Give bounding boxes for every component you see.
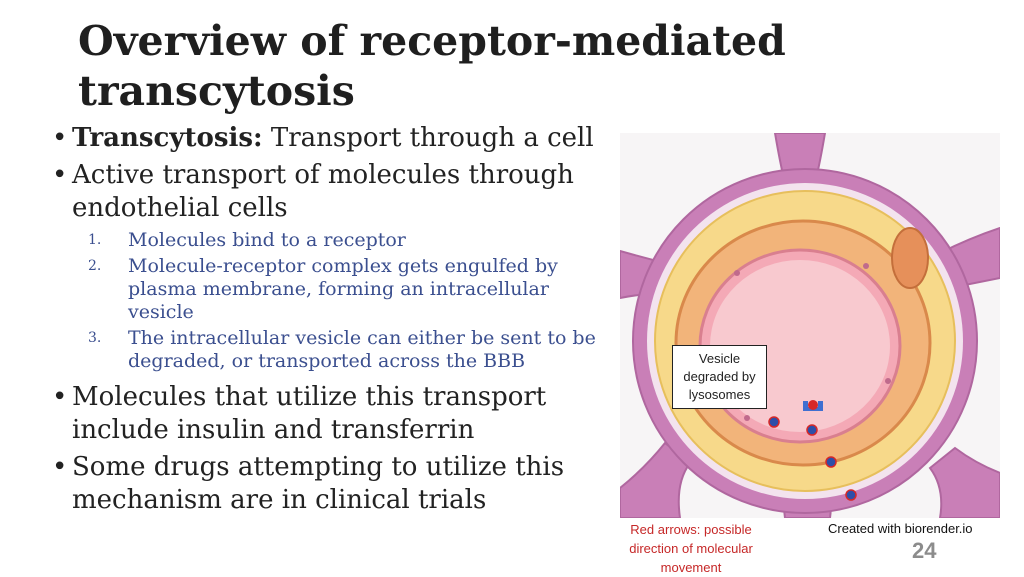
tight-junctions: [734, 263, 891, 421]
bullet-dot: •: [52, 382, 68, 412]
arrow-note: Red arrows: possible direction of molecu…: [629, 522, 753, 575]
bullet-dot: •: [52, 452, 68, 482]
step-number: 2.: [88, 258, 102, 274]
bullet-drugs: • Some drugs attempting to utilize this …: [52, 451, 612, 517]
astrocyte-foot-bottom-right: [928, 446, 1000, 518]
bullet-text: Active transport of molecules through en…: [72, 160, 574, 223]
bullet-text: Molecules that utilize this transport in…: [72, 382, 547, 445]
bullet-molecules: • Molecules that utilize this transport …: [52, 381, 612, 447]
tight-junction: [885, 378, 891, 384]
molecule-icon: [768, 416, 780, 428]
step-item: 1. Molecules bind to a receptor: [88, 229, 612, 252]
vesicle-label: Vesicle degraded by lysosomes: [683, 351, 756, 402]
step-item: 3. The intracellular vesicle can either …: [88, 327, 612, 373]
molecule-icon: [806, 424, 818, 436]
step-number: 3.: [88, 330, 102, 346]
bound-molecule-icon: [808, 400, 818, 410]
bullet-transcytosis: • Transcytosis: Transport through a cell: [52, 122, 612, 155]
blood-vessel-diagram: [620, 133, 1000, 518]
biorender-credit: Created with biorender.io: [828, 521, 973, 536]
tight-junction: [744, 415, 750, 421]
step-number: 1.: [88, 232, 102, 248]
step-text: Molecule-receptor complex gets engulfed …: [128, 255, 558, 323]
slide-title: Overview of receptor-mediated transcytos…: [78, 17, 786, 115]
receptor-icon: [803, 401, 823, 411]
molecules: [768, 416, 857, 501]
endothelial-nucleus: [891, 227, 929, 289]
step-list: 1. Molecules bind to a receptor 2. Molec…: [88, 229, 612, 373]
bullet-dot: •: [52, 160, 68, 190]
molecule-icon: [845, 489, 857, 501]
bullet-definition: Transport through a cell: [262, 123, 594, 153]
step-item: 2. Molecule-receptor complex gets engulf…: [88, 255, 612, 324]
step-text: The intracellular vesicle can either be …: [128, 327, 596, 372]
bullet-text: Some drugs attempting to utilize this me…: [72, 452, 565, 515]
step-text: Molecules bind to a receptor: [128, 229, 406, 251]
tight-junction: [734, 270, 740, 276]
bullet-active-transport: • Active transport of molecules through …: [52, 159, 612, 225]
vesicle-label-box: Vesicle degraded by lysosomes: [672, 345, 767, 409]
molecule-icon: [825, 456, 837, 468]
page-number: 24: [912, 538, 937, 563]
bullet-dot: •: [52, 123, 68, 153]
tight-junction: [863, 263, 869, 269]
bullet-list: • Transcytosis: Transport through a cell…: [52, 122, 612, 521]
bullet-term: Transcytosis:: [72, 123, 263, 153]
